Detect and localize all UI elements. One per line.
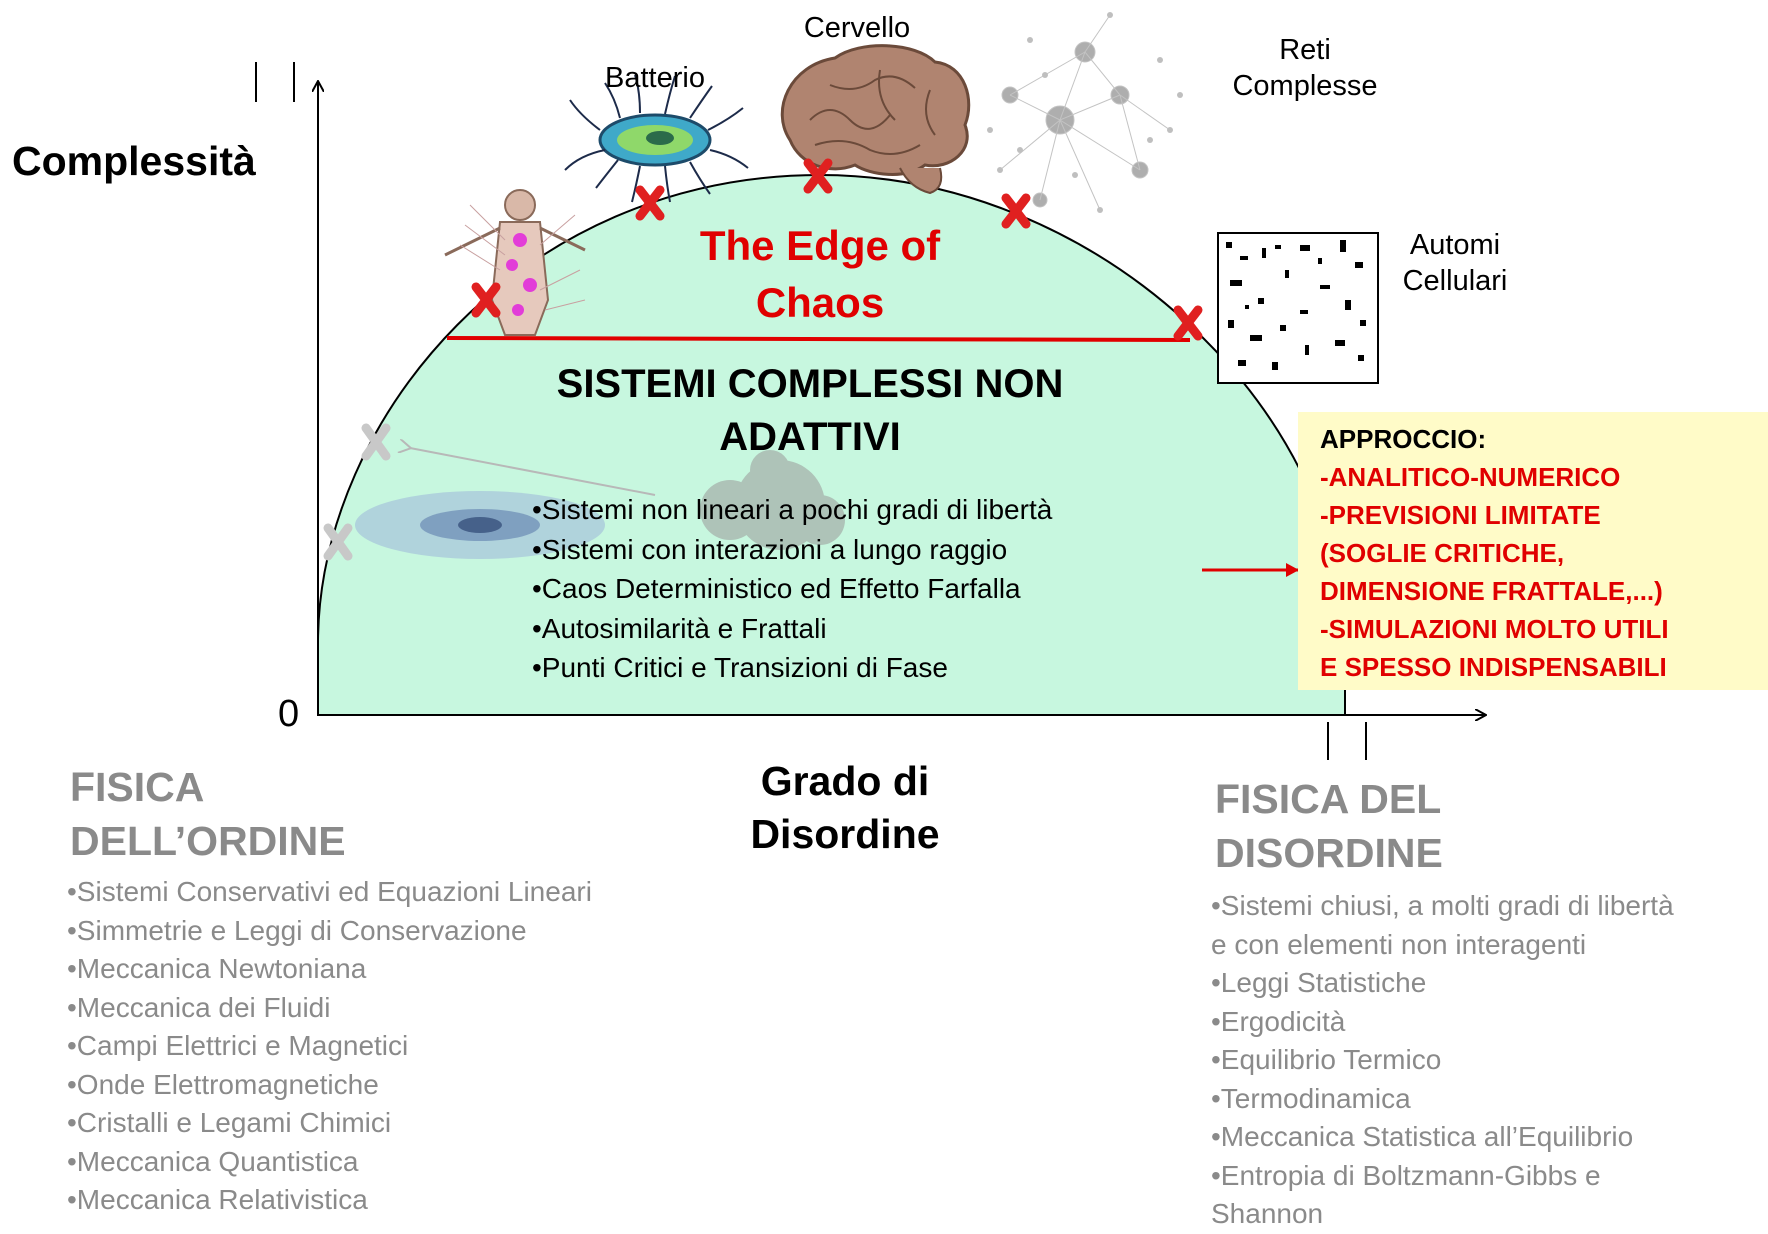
approach-box: APPROCCIO: -ANALITICO-NUMERICO -PREVISIO… <box>1298 412 1768 690</box>
list-item: •Sistemi con interazioni a lungo raggio <box>532 533 1008 565</box>
list-item: •Campi Elettrici e Magnetici <box>67 1030 409 1061</box>
approach-line: -ANALITICO-NUMERICO <box>1320 462 1621 492</box>
brain-image <box>780 44 971 195</box>
list-item: •Meccanica Relativistica <box>67 1184 368 1215</box>
disorder-title: FISICA DEL DISORDINE <box>1215 776 1443 876</box>
order-title: FISICA DELL’ORDINE <box>70 764 346 864</box>
list-item: •Meccanica Newtoniana <box>67 953 367 984</box>
list-item: •Meccanica Quantistica <box>67 1145 359 1177</box>
edge-of-chaos-line <box>446 336 1191 342</box>
axis-break-top <box>255 62 295 102</box>
origin-label: 0 <box>278 693 300 735</box>
list-item: •Cristalli e Legami Chimici <box>67 1107 392 1138</box>
list-item: •Sistemi Conservativi ed Equazioni Linea… <box>67 876 592 907</box>
caption-cervello: Cervello <box>803 12 911 44</box>
marker-gray-lower <box>323 523 353 561</box>
marker-gray-upper <box>361 423 391 461</box>
caption-automi-cellulari: Automi Cellulari <box>1402 229 1508 297</box>
fractal-image <box>700 450 845 550</box>
y-axis-label: Complessità <box>12 138 256 184</box>
features-list: •Sistemi non lineari a pochi gradi di li… <box>532 490 1052 688</box>
approach-line: DIMENSIONE FRATTALE,...) <box>1320 576 1663 606</box>
list-item: •Meccanica dei Fluidi <box>67 991 331 1023</box>
x-axis-label: Grado di Disordine <box>750 758 940 857</box>
red-x-markers <box>471 158 1203 341</box>
list-item: •Onde Elettromagnetiche <box>67 1068 379 1100</box>
order-items: •Sistemi Conservativi ed Equazioni Linea… <box>67 873 592 1220</box>
edge-of-chaos-label: The Edge of Chaos <box>699 222 941 326</box>
gray-arrow <box>410 448 656 496</box>
list-item: •Termodinamica <box>1211 1082 1411 1114</box>
gray-x-markers <box>323 423 391 561</box>
list-item: •Autosimilarità e Frattali <box>532 612 827 644</box>
approach-line: (SOGLIE CRITICHE, <box>1320 538 1565 568</box>
list-item: •Caos Deterministico ed Effetto Farfalla <box>532 573 1021 604</box>
list-item: •Simmetrie e Leggi di Conservazione <box>67 914 527 946</box>
disorder-items: •Sistemi chiusi, a molti gradi di libert… <box>1211 887 1674 1234</box>
marker-automata <box>1173 305 1203 341</box>
bacterium-image <box>564 74 749 203</box>
list-item: •Ergodicità <box>1211 1005 1346 1037</box>
list-item: •Leggi Statistiche <box>1211 967 1427 998</box>
list-item: e con elementi non interagenti <box>1211 928 1587 960</box>
approach-line: -SIMULAZIONI MOLTO UTILI <box>1320 614 1669 644</box>
caption-batterio: Batterio <box>605 62 705 94</box>
human-body-image <box>444 189 586 336</box>
cellular-automata-image <box>1217 232 1379 384</box>
caption-reti-complesse: Reti Complesse <box>1232 34 1378 102</box>
main-heading: SISTEMI COMPLESSI NON ADATTIVI <box>556 362 1064 459</box>
list-item: •Equilibrio Termico <box>1211 1044 1442 1075</box>
list-item: •Sistemi non lineari a pochi gradi di li… <box>532 494 1053 525</box>
marker-human <box>471 282 501 318</box>
list-item: •Sistemi chiusi, a molti gradi di libert… <box>1211 890 1674 921</box>
list-item: •Meccanica Statistica all’Equilibrio <box>1211 1121 1634 1152</box>
list-item: •Entropia di Boltzmann-Gibbs e <box>1211 1159 1601 1191</box>
marker-bacterium <box>635 185 665 221</box>
network-image <box>987 12 1183 213</box>
approach-title: APPROCCIO: <box>1320 424 1487 454</box>
list-item: Shannon <box>1211 1198 1324 1229</box>
axis-break-right <box>1327 722 1367 760</box>
list-item: •Punti Critici e Transizioni di Fase <box>532 652 948 683</box>
approach-line: -PREVISIONI LIMITATE <box>1320 500 1601 530</box>
marker-brain <box>803 158 833 194</box>
approach-line: E SPESSO INDISPENSABILI <box>1320 652 1667 682</box>
marker-network <box>1001 193 1031 229</box>
